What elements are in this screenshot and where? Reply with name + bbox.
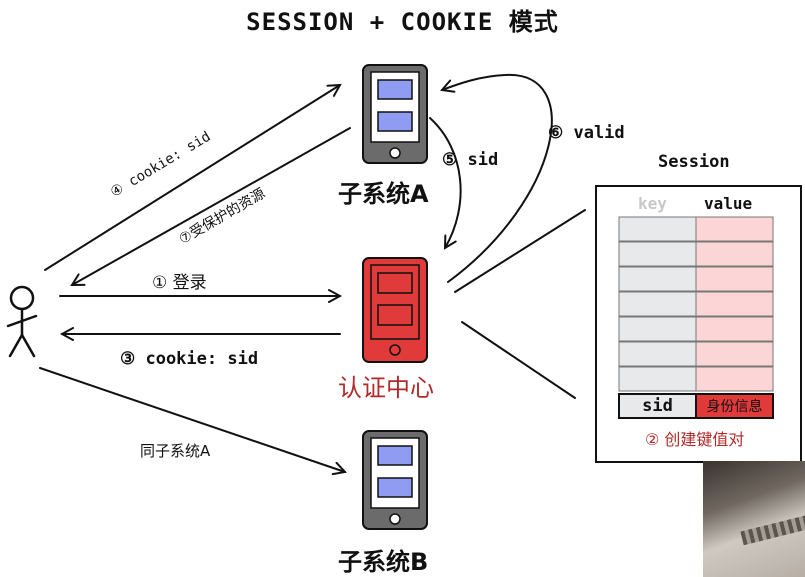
label-step1: ① 登录 xyxy=(152,273,207,293)
subsystem-b-device xyxy=(362,430,428,530)
label-same-as-a: 同子系统A xyxy=(140,442,211,460)
label-step3: ③ cookie: sid xyxy=(120,349,259,369)
session-title: Session xyxy=(658,152,730,172)
user-figure xyxy=(6,285,38,358)
value-column-header: value xyxy=(704,194,753,213)
label-step6: ⑥ valid xyxy=(548,123,625,143)
label-step5: ⑤ sid xyxy=(442,150,499,170)
subsystem-b-label: 子系统B xyxy=(338,548,429,576)
arrow-step4 xyxy=(44,85,340,271)
session-table xyxy=(618,216,774,419)
subsystem-a-label: 子系统A xyxy=(338,180,429,208)
session-note: ② 创建键值对 xyxy=(645,430,745,449)
auth-center-label: 认证中心 xyxy=(338,374,434,402)
diagram-title: SESSION + COOKIE 模式 xyxy=(246,8,559,36)
arrow-step7 xyxy=(72,127,351,285)
identity-cell: 身份信息 xyxy=(706,399,763,415)
link-auth-session-bottom xyxy=(461,321,576,399)
arrow-step6 xyxy=(442,73,553,283)
key-column-header: key xyxy=(638,194,667,213)
arrow-same-as-a xyxy=(39,367,345,472)
video-overlay-thumbnail xyxy=(703,461,805,577)
link-auth-session-top xyxy=(454,209,586,293)
video-vent-detail xyxy=(740,514,805,546)
sid-cell: sid xyxy=(642,396,673,416)
auth-center-device xyxy=(362,257,428,363)
arrow-step5 xyxy=(429,117,462,248)
subsystem-a-device xyxy=(362,64,428,164)
